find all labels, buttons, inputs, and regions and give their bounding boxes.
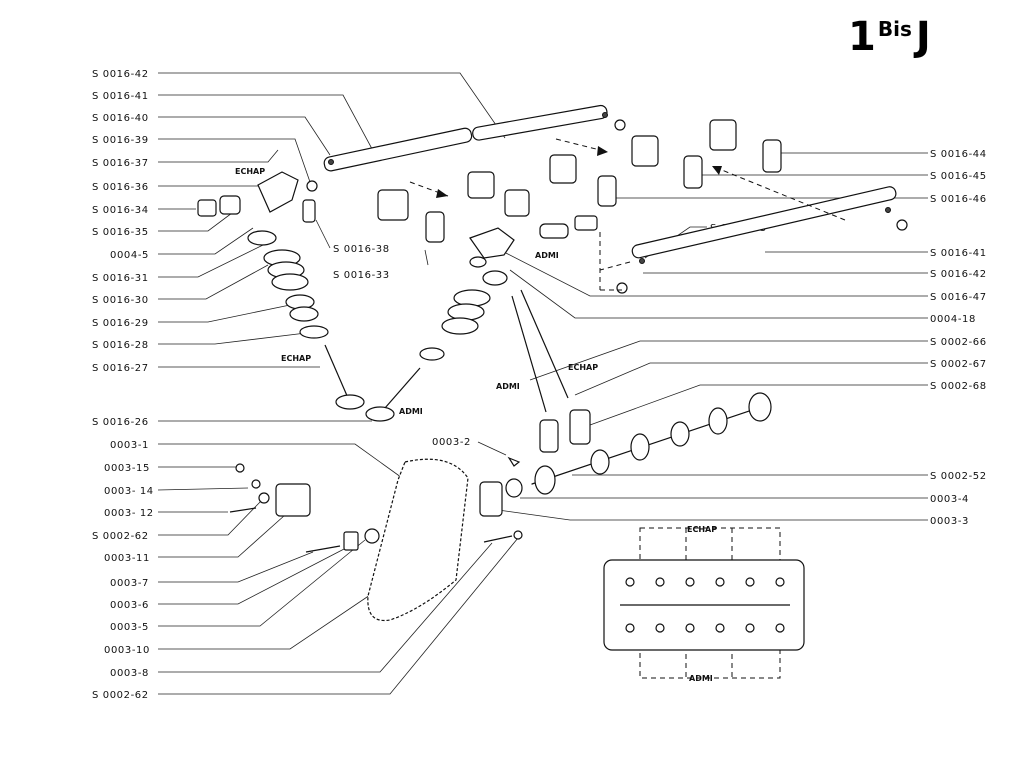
title-number: 1 bbox=[848, 14, 876, 60]
tag-admi-valve: ADMI bbox=[399, 407, 423, 416]
label-left-15: S 0016-26 bbox=[92, 417, 149, 428]
tensioner-fasteners bbox=[229, 463, 523, 553]
label-left-11: S 0016-30 bbox=[92, 295, 149, 306]
label-left-5: S 0016-37 bbox=[92, 158, 149, 169]
tag-echap-pushrod: ECHAP bbox=[568, 363, 598, 372]
label-left-17: 0003-15 bbox=[104, 463, 150, 474]
label-right-6: S 0016-47 bbox=[930, 292, 987, 303]
rocker-brackets bbox=[197, 119, 782, 259]
label-right-11: S 0002-52 bbox=[930, 471, 987, 482]
label-left-2: S 0016-41 bbox=[92, 91, 149, 102]
label-right-2: S 0016-45 bbox=[930, 171, 987, 182]
camshaft bbox=[479, 392, 772, 517]
tag-admi-pushrod: ADMI bbox=[496, 382, 520, 391]
tag-echap-head: ECHAP bbox=[687, 525, 717, 534]
label-0003-2: 0003-2 bbox=[432, 437, 471, 448]
label-left-20: S 0002-62 bbox=[92, 531, 149, 542]
label-right-10: S 0002-68 bbox=[930, 381, 987, 392]
label-left-22: 0003-7 bbox=[110, 578, 149, 589]
valve-assemblies bbox=[247, 230, 508, 422]
label-left-25: 0003-10 bbox=[104, 645, 150, 656]
label-s0016-38: S 0016-38 bbox=[333, 244, 390, 255]
label-left-9: 0004-5 bbox=[110, 250, 149, 261]
tag-echap-rocker: ECHAP bbox=[235, 167, 265, 176]
label-left-4: S 0016-39 bbox=[92, 135, 149, 146]
label-left-10: S 0016-31 bbox=[92, 273, 149, 284]
label-right-1: S 0016-44 bbox=[930, 149, 987, 160]
label-left-12: S 0016-29 bbox=[92, 318, 149, 329]
title-superscript: Bis bbox=[877, 17, 912, 41]
label-left-26: 0003-8 bbox=[110, 668, 149, 679]
label-left-7: S 0016-34 bbox=[92, 205, 149, 216]
direction-arrows bbox=[409, 138, 846, 291]
label-left-27: S 0002-62 bbox=[92, 690, 149, 701]
label-left-13: S 0016-28 bbox=[92, 340, 149, 351]
label-left-16: 0003-1 bbox=[110, 440, 149, 451]
tag-echap-valve: ECHAP bbox=[281, 354, 311, 363]
label-right-7: 0004-18 bbox=[930, 314, 976, 325]
left-labels: S 0016-42 S 0016-41 S 0016-40 S 0016-39 … bbox=[92, 69, 154, 701]
label-left-1: S 0016-42 bbox=[92, 69, 149, 80]
cylinder-head-diagram bbox=[603, 527, 805, 679]
label-left-8: S 0016-35 bbox=[92, 227, 149, 238]
label-left-24: 0003-5 bbox=[110, 622, 149, 633]
timing-gear bbox=[367, 458, 469, 622]
label-right-3: S 0016-46 bbox=[930, 194, 987, 205]
rocker-shafts bbox=[306, 104, 908, 294]
label-s0016-33: S 0016-33 bbox=[333, 270, 390, 281]
label-left-21: 0003-11 bbox=[104, 553, 150, 564]
label-right-5: S 0016-42 bbox=[930, 269, 987, 280]
label-right-4: S 0016-41 bbox=[930, 248, 987, 259]
label-right-9: S 0002-67 bbox=[930, 359, 987, 370]
label-left-23: 0003-6 bbox=[110, 600, 149, 611]
title-letter: J bbox=[915, 14, 931, 60]
label-right-13: 0003-3 bbox=[930, 516, 969, 527]
right-labels: S 0016-44 S 0016-45 S 0016-46 S 0016-41 … bbox=[930, 149, 987, 527]
label-left-14: S 0016-27 bbox=[92, 363, 149, 374]
label-left-19: 0003- 12 bbox=[104, 508, 154, 519]
label-right-12: 0003-4 bbox=[930, 494, 969, 505]
pushrods-tappets bbox=[511, 289, 591, 453]
label-left-3: S 0016-40 bbox=[92, 113, 149, 124]
tag-admi-rocker: ADMI bbox=[535, 251, 559, 260]
label-left-6: S 0016-36 bbox=[92, 182, 149, 193]
label-left-18: 0003- 14 bbox=[104, 486, 154, 497]
label-right-8: S 0002-66 bbox=[930, 337, 987, 348]
